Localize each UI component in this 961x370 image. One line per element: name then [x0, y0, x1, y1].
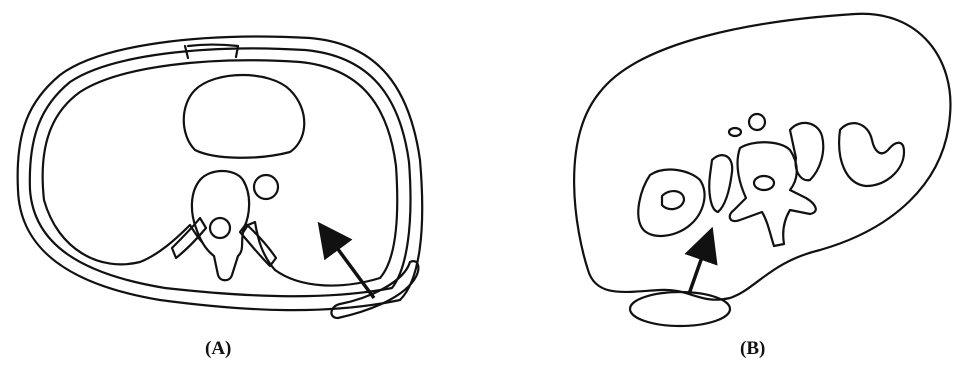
panel-b-spinal-canal [754, 176, 774, 190]
panel-b-caption: (B) [740, 338, 765, 360]
panel-b-spine [730, 142, 816, 246]
panel-a-probe [331, 261, 418, 318]
panel-a-arrow [326, 233, 374, 298]
panel-a-vertebra [192, 171, 249, 280]
panel-a-diagram [18, 37, 423, 318]
panel-b-vessel-small [729, 128, 741, 136]
panel-b-organ-far-right [839, 123, 904, 186]
panel-b-organ-right [790, 123, 823, 180]
panel-a-heart [184, 75, 305, 158]
panel-a-caption: (A) [205, 338, 231, 360]
panel-b-arrow [689, 240, 708, 294]
panel-b-diagram [574, 14, 950, 326]
panel-a-aorta [254, 175, 278, 199]
panel-b-organ-mid-left [709, 155, 732, 212]
panel-b-outer-contour [574, 14, 950, 300]
panel-b-probe [630, 292, 730, 326]
panel-b-organ-left [638, 170, 704, 236]
panel-b-vessel-top [749, 114, 765, 130]
